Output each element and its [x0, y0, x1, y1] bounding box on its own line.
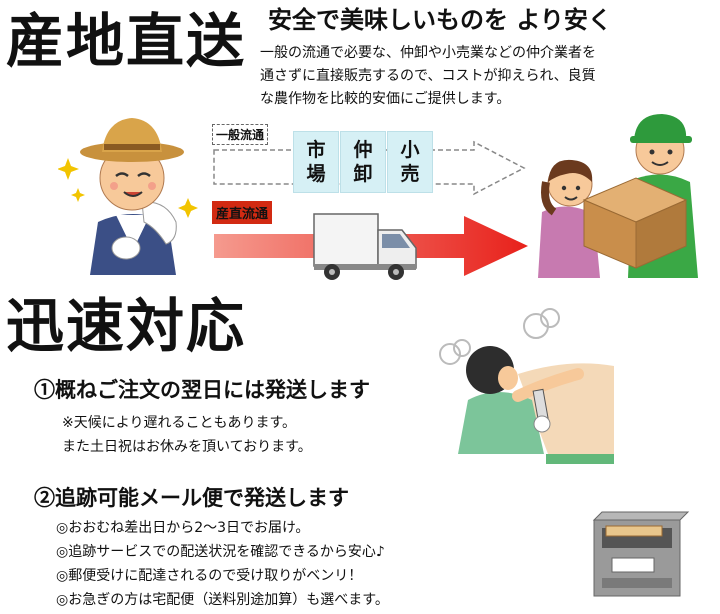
point2-note: ◎お急ぎの方は宅配便（送料別途加算）も選べます。 [56, 592, 389, 608]
section1-tagline: 安全で美味しいものを より安く [268, 5, 612, 34]
description-line: な農作物を比較的安価にご提供します。 [260, 91, 511, 107]
point2-title: ②追跡可能メール便で発送します [34, 485, 349, 510]
delivery-handoff-illustration [538, 114, 698, 278]
point1-title: ①概ねご注文の翌日には発送します [34, 377, 370, 402]
busy-worker-illustration [439, 308, 614, 464]
sparkle-icon [58, 158, 198, 218]
dashed-arrow-icon [213, 140, 526, 196]
description-line: 一般の流通で必要な、仲卸や小売業などの仲介業者を [260, 45, 596, 61]
farmer-illustration [58, 118, 198, 275]
section1-title: 産地直送 [6, 7, 247, 75]
intermediary-box: 仲卸 [340, 131, 386, 193]
intermediary-box: 小売 [387, 131, 433, 193]
point2-note: ◎郵便受けに配達されるので受け取りがベンリ！ [56, 568, 363, 584]
intermediary-label: 仲卸 [353, 139, 373, 185]
point1-note: ※天候により遅れることもあります。 [62, 415, 297, 431]
intermediary-box: 市場 [293, 131, 339, 193]
route-general-label: 一般流通 [212, 124, 269, 145]
point2-note: ◎追跡サービスでの配送状況を確認できるから安心♪ [56, 544, 385, 560]
truck-illustration [313, 213, 417, 280]
section2-title: 迅速対応 [6, 292, 247, 360]
route-direct-label: 産直流通 [212, 201, 273, 224]
intermediary-label: 市場 [306, 139, 326, 185]
description-line: 通さずに直接販売するので、コストが抑えられ、良質 [260, 68, 596, 84]
point2-note: ◎おおむね差出日から2〜3日でお届け。 [56, 520, 310, 536]
intermediary-label: 小売 [400, 139, 420, 185]
point1-note: また土日祝はお休みを頂いております。 [62, 439, 312, 455]
mailbox-illustration [592, 511, 690, 597]
section1-description: 一般の流通で必要な、仲卸や小売業などの仲介業者を 通さずに直接販売するので、コス… [260, 42, 710, 111]
